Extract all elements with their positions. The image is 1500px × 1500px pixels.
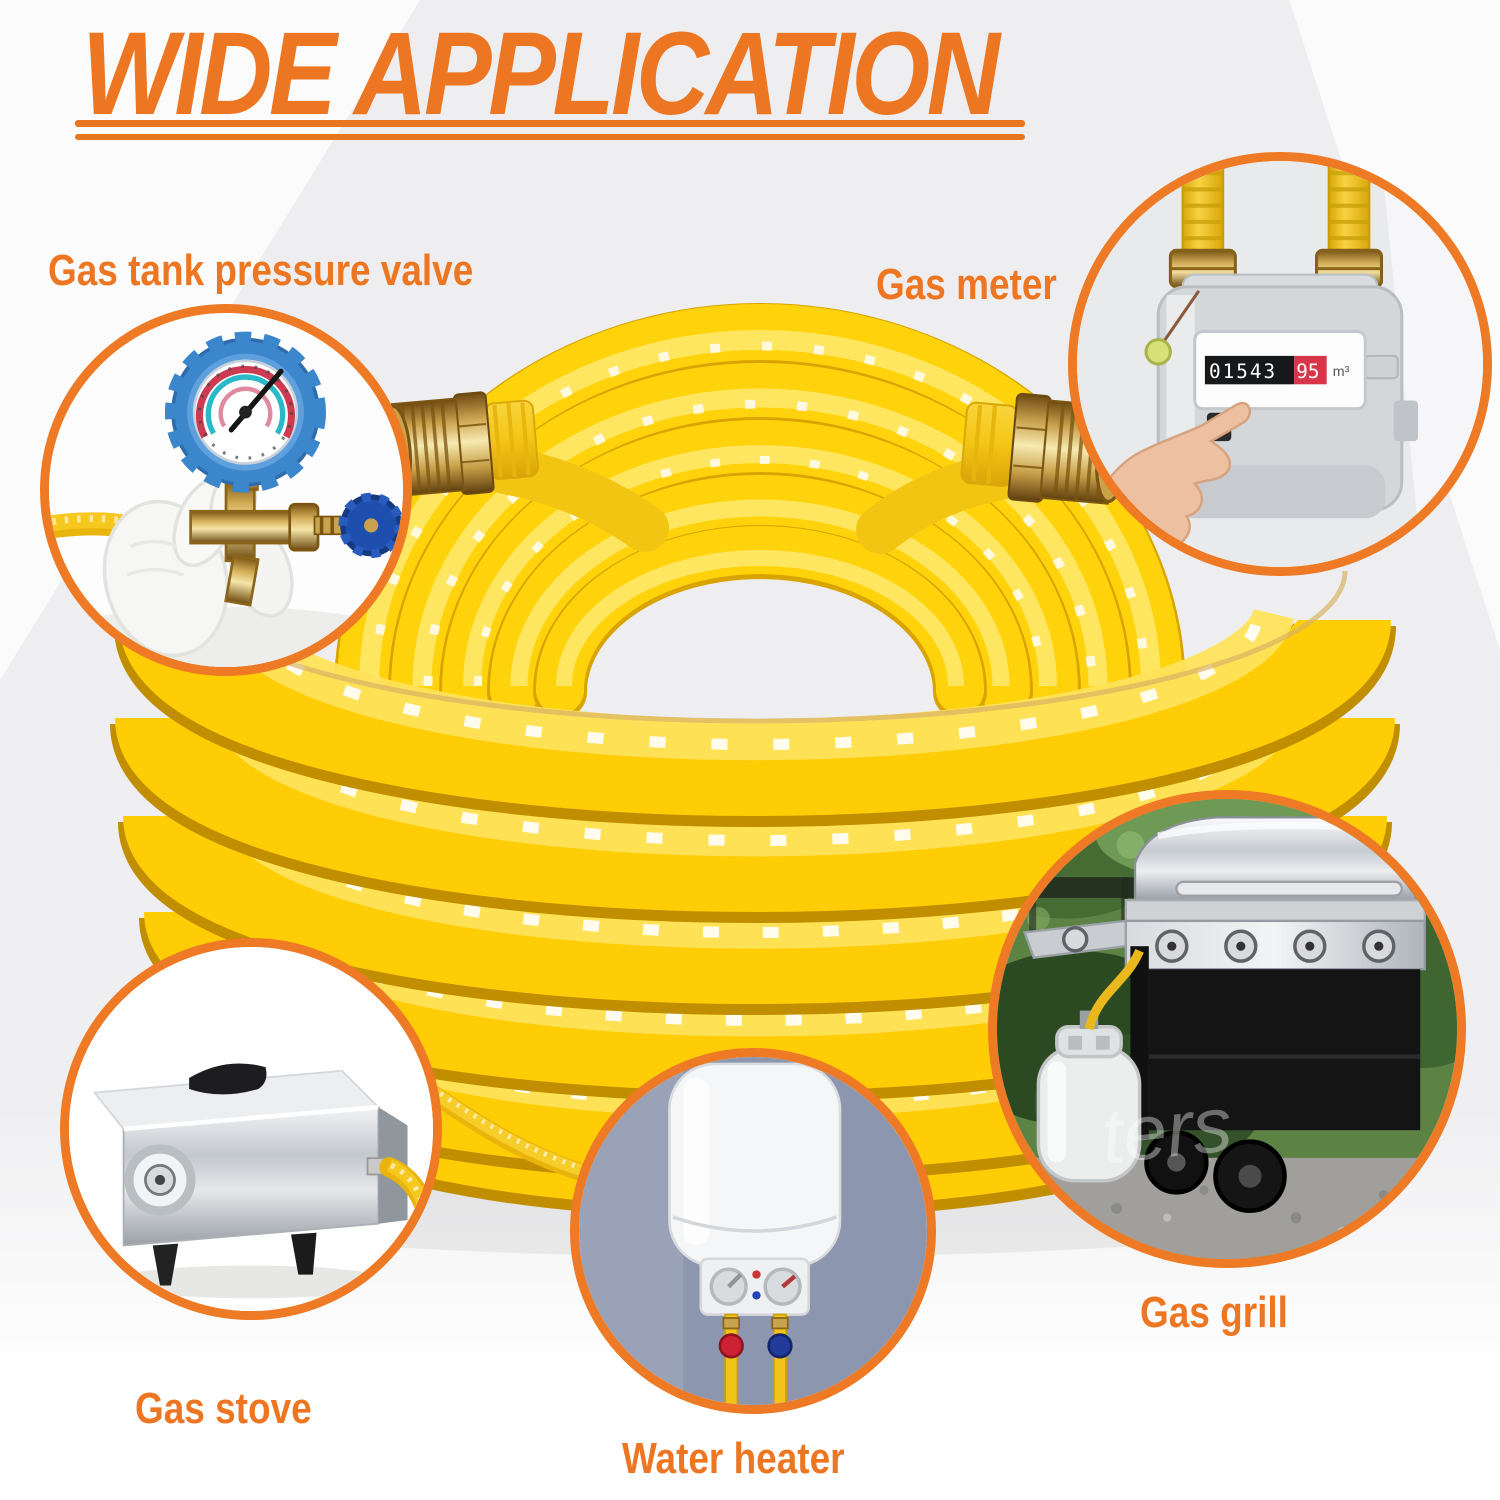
grill-body (1023, 816, 1426, 1213)
coil-top-loops (334, 303, 1186, 723)
stove-body (92, 1063, 408, 1286)
label-gas-grill: Gas grill (1140, 1288, 1288, 1337)
callout-gas-tank-pressure-valve (40, 304, 412, 676)
meter-unit: m³ (1333, 364, 1350, 380)
meter-reading-decimal: 95 (1296, 360, 1319, 383)
callout-water-heater (570, 1048, 936, 1414)
pressure-gauge (164, 331, 327, 493)
grill-gas-hose (1084, 948, 1144, 1031)
callout-gas-grill: ters (988, 790, 1466, 1268)
propane-tank (1036, 1010, 1142, 1183)
photo-watermark: ters (1097, 1079, 1236, 1180)
gas-grill-photo: ters (997, 799, 1457, 1259)
heater-controls (699, 1257, 810, 1316)
meter-reading-main: 01543 (1209, 360, 1277, 383)
water-heater-photo (579, 1057, 927, 1405)
stove-knob (189, 1063, 267, 1095)
label-gas-tank-pressure-valve: Gas tank pressure valve (48, 246, 474, 295)
label-gas-stove: Gas stove (135, 1384, 312, 1433)
stove-hose-connection (421, 1083, 589, 1181)
meter-display: 01543 95 m³ (1193, 329, 1367, 442)
callout-gas-meter: 01543 95 m³ (1068, 152, 1492, 576)
title-underline-2 (75, 134, 1025, 140)
heater-tank (668, 1062, 842, 1268)
hot-valve (718, 1333, 744, 1359)
gas-meter-photo: 01543 95 m³ (1077, 161, 1483, 567)
gas-stove-photo (69, 947, 433, 1311)
cold-valve (767, 1333, 793, 1359)
meter-seal (1144, 338, 1172, 366)
callout-gas-stove (60, 938, 442, 1320)
label-water-heater: Water heater (622, 1434, 845, 1483)
label-gas-meter: Gas meter (876, 260, 1057, 309)
seal-wire (1161, 290, 1201, 345)
valve-handwheel (338, 492, 403, 559)
pressure-valve-photo (49, 313, 403, 667)
page-title: WIDE APPLICATION (82, 8, 1000, 140)
title-underline-1 (75, 120, 1025, 127)
heater-pipes (718, 1313, 793, 1405)
grill-knobs (1155, 929, 1396, 963)
